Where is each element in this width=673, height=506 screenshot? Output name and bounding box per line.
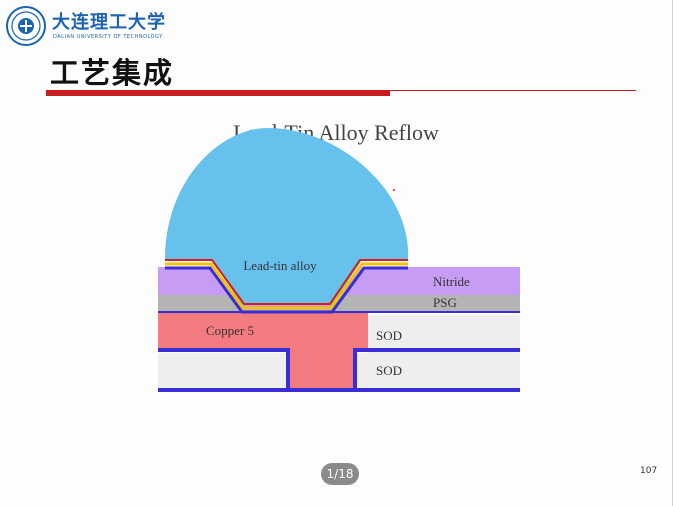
label-psg: PSG [433,295,457,310]
university-name: 大连理工大学 [52,12,166,33]
yellow-layer [165,262,408,310]
copper-barrier [158,348,290,390]
slide-number: 107 [640,466,658,476]
copper-barrier-right [353,348,520,390]
barrier-blue-layer [165,266,408,314]
university-logo-icon [6,6,46,46]
red-layer [165,259,408,305]
copper-layer [158,311,368,390]
sod-upper-layer [368,315,520,353]
reflow-diagram: Lead-Tin Alloy Reflow Lead-tin alloy Nit… [158,120,520,392]
label-nitride: Nitride [433,274,470,289]
label-alloy: Lead-tin alloy [243,258,317,273]
title-underline-thin [390,90,636,91]
label-sod-upper: SOD [376,328,402,343]
title-underline-thick [46,90,390,96]
label-sod-lower: SOD [376,363,402,378]
label-copper: Copper 5 [206,323,254,338]
page-indicator[interactable]: 1/18 [321,463,359,485]
red-dot-marker [393,189,395,191]
slide-title: 工艺集成 [50,56,175,90]
university-name-en: DALIAN UNIVERSITY OF TECHNOLOGY [53,34,163,40]
alloy-dome [165,128,409,305]
